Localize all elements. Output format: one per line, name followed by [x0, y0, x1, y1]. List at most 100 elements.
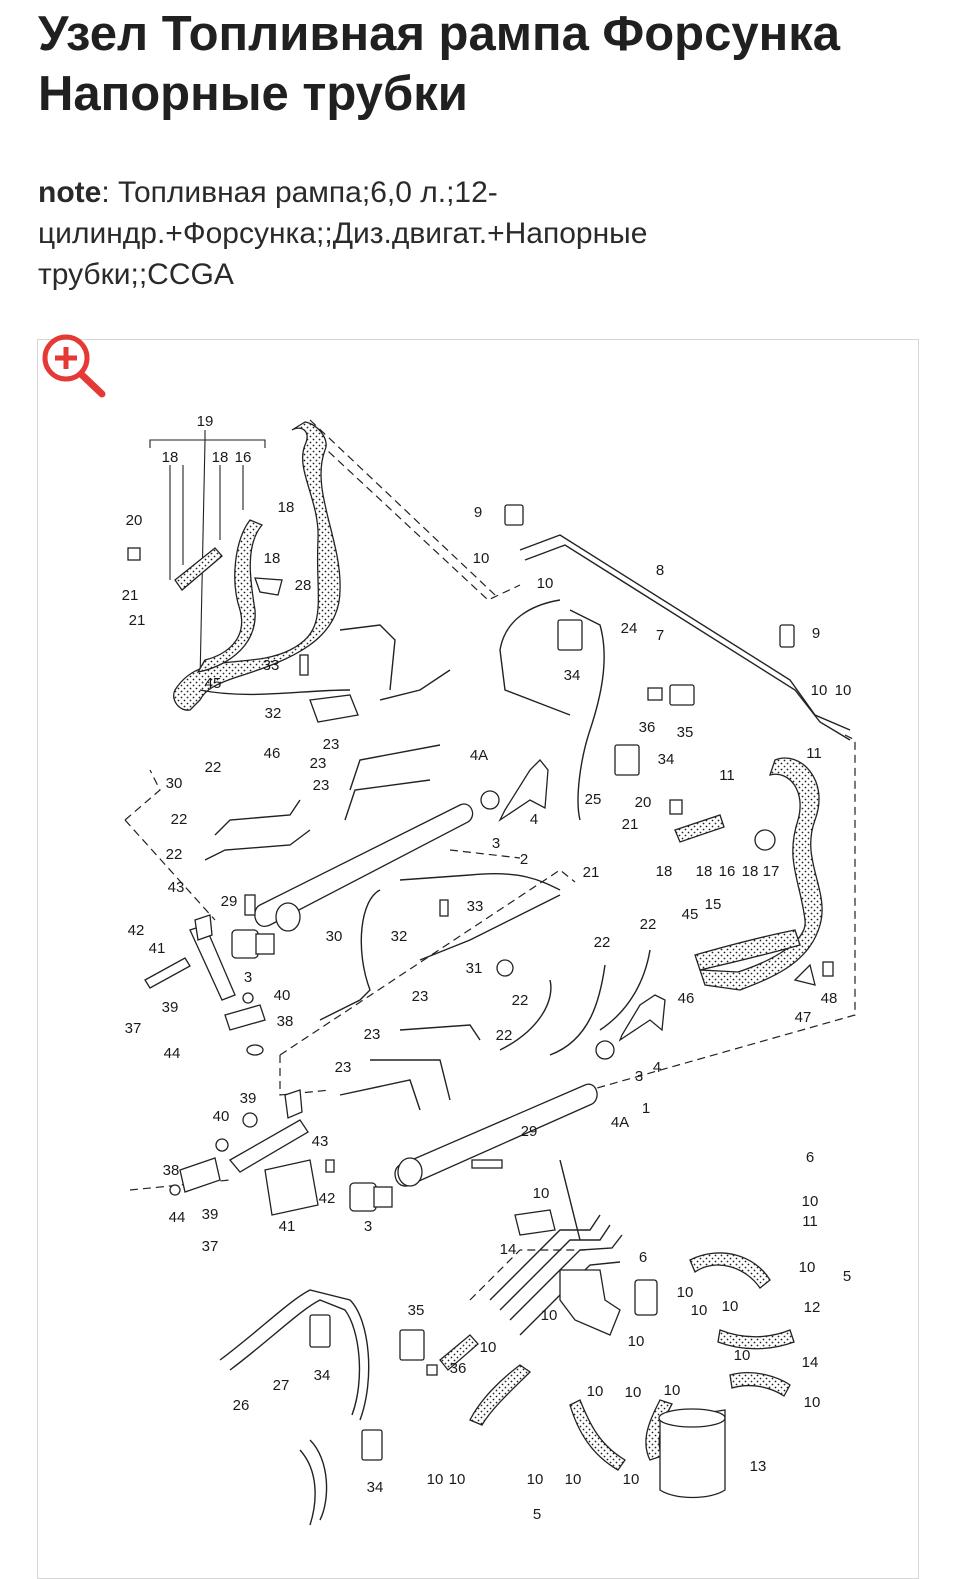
callout-label: 7	[656, 627, 664, 644]
callout-label: 23	[364, 1026, 381, 1043]
zoom-in-button[interactable]	[40, 330, 110, 400]
callout-label: 18	[742, 863, 759, 880]
callout-label: 10	[799, 1259, 816, 1276]
callout-label: 10	[804, 1394, 821, 1411]
assembly-outlines	[124, 419, 856, 1301]
callout-label: 44	[164, 1045, 181, 1062]
callout-label: 10	[565, 1471, 582, 1488]
clamps	[127, 504, 834, 1461]
callout-label: 13	[750, 1458, 767, 1475]
callout-label: 21	[122, 587, 139, 604]
callout-label: 19	[197, 413, 214, 430]
rail-sensor-upper	[231, 929, 275, 959]
callout-label: 10	[449, 1471, 466, 1488]
callout-label: 22	[512, 992, 529, 1009]
pressure-regulator-lower	[595, 994, 666, 1060]
callout-label: 30	[326, 928, 343, 945]
fuel-pipes	[199, 534, 851, 1526]
callout-label: 1	[642, 1100, 650, 1117]
page-title: Узел Топливная рампа Форсунка Напорные т…	[38, 7, 840, 121]
callout-label: 12	[804, 1299, 821, 1316]
fuel-hoses	[173, 421, 823, 1471]
zoom-in-icon	[42, 334, 106, 398]
callout-label: 14	[802, 1354, 819, 1371]
callout-label: 10	[533, 1185, 550, 1202]
note-label: note	[38, 176, 102, 209]
pressure-regulator-upper	[480, 759, 549, 822]
callout-label: 9	[812, 625, 820, 642]
callout-label: 48	[821, 990, 838, 1007]
callout-label: 10	[625, 1384, 642, 1401]
callout-label: 44	[169, 1209, 186, 1226]
callout-label: 25	[585, 791, 602, 808]
callout-label: 9	[474, 504, 482, 521]
callout-label: 18	[264, 550, 281, 567]
note-text: : Топливная рампа;6,0 л.;12-цилиндр.+Фор…	[38, 176, 648, 291]
callout-label: 10	[480, 1339, 497, 1356]
callout-label: 10	[677, 1284, 694, 1301]
callout-label: 10	[473, 550, 490, 567]
callout-label: 38	[277, 1013, 294, 1030]
callout-label: 18	[656, 863, 673, 880]
rail-sensor-lower	[349, 1182, 393, 1212]
callout-label: 45	[682, 906, 699, 923]
callout-label: 34	[314, 1367, 331, 1384]
callout-label: 20	[126, 512, 143, 529]
callout-label: 16	[235, 449, 252, 466]
callout-label: 10	[623, 1471, 640, 1488]
callout-label: 6	[806, 1149, 814, 1166]
fuel-rail-upper	[254, 694, 474, 932]
callout-label: 22	[594, 934, 611, 951]
callout-label: 15	[705, 896, 722, 913]
callout-label: 6	[639, 1249, 647, 1266]
callout-label: 18	[212, 449, 229, 466]
callout-label: 33	[263, 657, 280, 674]
callout-label: 42	[128, 922, 145, 939]
callout-label: 35	[677, 724, 694, 741]
callout-label: 4A	[470, 747, 488, 764]
callout-label: 47	[795, 1009, 812, 1026]
callout-label: 41	[279, 1218, 296, 1235]
callout-label: 23	[412, 988, 429, 1005]
callout-label: 18	[278, 499, 295, 516]
callout-label: 10	[427, 1471, 444, 1488]
callout-label: 24	[621, 620, 638, 637]
callout-label: 43	[312, 1133, 329, 1150]
callout-label: 29	[221, 893, 238, 910]
callout-label: 4	[530, 811, 538, 828]
callout-label: 46	[264, 745, 281, 762]
callout-label: 23	[310, 755, 327, 772]
callout-label: 17	[763, 863, 780, 880]
callout-label: 34	[564, 667, 581, 684]
callout-label: 3	[492, 835, 500, 852]
callout-label: 8	[656, 562, 664, 579]
callout-label: 34	[367, 1479, 384, 1496]
callout-label: 4A	[611, 1114, 629, 1131]
callout-label: 16	[719, 863, 736, 880]
callout-label: 26	[233, 1397, 250, 1414]
callout-label: 27	[273, 1377, 290, 1394]
callout-label: 32	[265, 705, 282, 722]
callout-label: 10	[734, 1347, 751, 1364]
callout-label: 37	[202, 1238, 219, 1255]
callout-label: 22	[496, 1027, 513, 1044]
callout-label: 2	[520, 851, 528, 868]
callout-label: 11	[802, 1213, 818, 1230]
callout-label: 46	[678, 990, 695, 1007]
callout-label: 41	[149, 940, 166, 957]
injector-upper	[144, 914, 266, 1056]
callout-label: 28	[295, 577, 312, 594]
callout-label: 3	[635, 1068, 643, 1085]
callout-label: 10	[722, 1298, 739, 1315]
callout-label: 10	[811, 682, 828, 699]
callout-label: 20	[635, 794, 652, 811]
callout-label: 18	[162, 449, 179, 466]
callout-label: 3	[244, 969, 252, 986]
callout-label: 23	[335, 1059, 352, 1076]
callout-label: 23	[313, 777, 330, 794]
callout-label: 35	[408, 1302, 425, 1319]
callout-label: 29	[521, 1123, 538, 1140]
callout-label: 10	[537, 575, 554, 592]
